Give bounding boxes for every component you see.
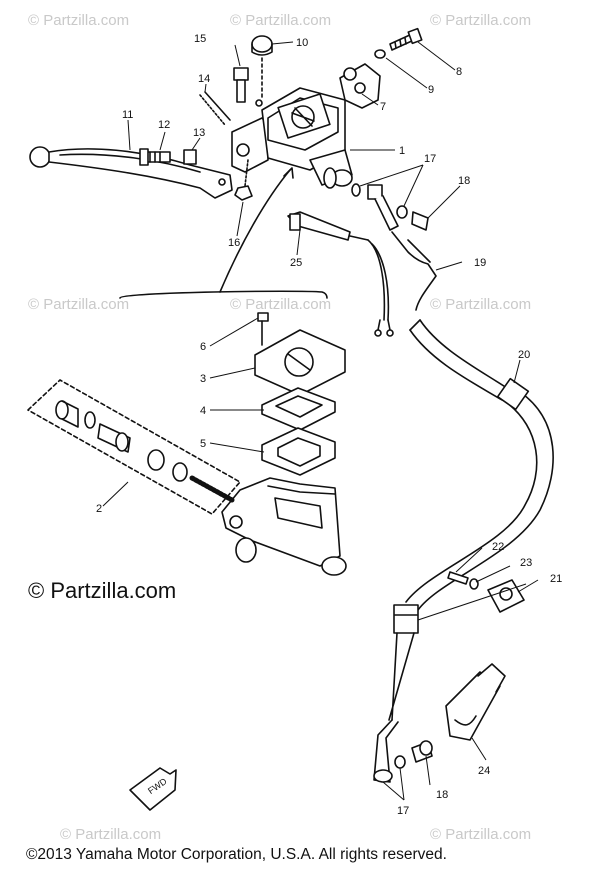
callout-17-bottom: 17 [397, 805, 409, 817]
callout-5: 5 [200, 438, 206, 450]
bolt-8 [389, 27, 423, 51]
watermark-top-left: © Partzilla.com [28, 12, 130, 29]
master-cylinder-top [231, 87, 353, 189]
callout-17-top: 17 [424, 153, 436, 165]
bolt-15 [233, 67, 249, 103]
watermark-main: © Partzilla.com [28, 578, 177, 603]
callout-9: 9 [428, 84, 434, 96]
master-cylinder-body [221, 477, 347, 576]
bolt-12 [139, 148, 171, 166]
callout-4: 4 [200, 405, 206, 417]
nut-13 [183, 149, 197, 165]
exploded-arrow-line [219, 169, 291, 293]
callout-21: 21 [550, 573, 562, 585]
callout-3: 3 [200, 373, 206, 385]
watermark-mid-right: © Partzilla.com [430, 296, 532, 313]
callout-24: 24 [478, 765, 490, 777]
cover-3 [254, 329, 346, 396]
callout-6: 6 [200, 341, 206, 353]
watermark-top-right: © Partzilla.com [430, 12, 532, 29]
callout-15: 15 [194, 33, 206, 45]
diaphragm-5 [261, 427, 336, 476]
banjo-fitting-bottom [373, 740, 433, 783]
screw-6 [257, 312, 269, 346]
callout-16: 16 [228, 237, 240, 249]
callout-2: 2 [96, 503, 102, 515]
nut-16 [234, 159, 253, 201]
watermark-mid-left: © Partzilla.com [28, 296, 130, 313]
callout-20: 20 [518, 349, 530, 361]
callout-18-top: 18 [458, 175, 470, 187]
cover-24 [445, 663, 506, 741]
callout-8: 8 [456, 66, 462, 78]
callout-18-bottom: 18 [436, 789, 448, 801]
callout-7: 7 [380, 101, 386, 113]
callout-12: 12 [158, 119, 170, 131]
banjo-fitting-top [351, 183, 429, 231]
watermark-bottom-right: © Partzilla.com [430, 826, 532, 843]
callout-10: 10 [296, 37, 308, 49]
callout-22: 22 [492, 541, 504, 553]
callout-11: 11 [122, 109, 133, 121]
callout-19: 19 [474, 257, 486, 269]
washer-9 [374, 49, 386, 59]
cap-10 [251, 35, 273, 107]
callout-labels: 1 2 3 4 5 6 7 8 9 10 11 12 13 14 15 16 1… [96, 33, 562, 817]
watermark-top-center: © Partzilla.com [230, 12, 332, 29]
screw-14 [199, 91, 231, 126]
callout-25: 25 [290, 257, 302, 269]
watermark-bottom-left: © Partzilla.com [60, 826, 162, 843]
callout-14: 14 [198, 73, 210, 85]
plate-4 [261, 387, 336, 431]
brake-lever [29, 146, 233, 199]
piston-kit-2 [27, 379, 241, 515]
holder-7 [339, 63, 381, 109]
callout-1: 1 [399, 145, 405, 157]
brake-hose [373, 231, 554, 783]
callout-13: 13 [193, 127, 205, 139]
fwd-arrow [129, 767, 177, 811]
copyright-notice: ©2013 Yamaha Motor Corporation, U.S.A. A… [26, 846, 447, 863]
watermark-mid-center: © Partzilla.com [230, 296, 332, 313]
exploded-bracket [119, 290, 328, 299]
callout-23: 23 [520, 557, 532, 569]
brake-switch-25 [287, 211, 394, 337]
